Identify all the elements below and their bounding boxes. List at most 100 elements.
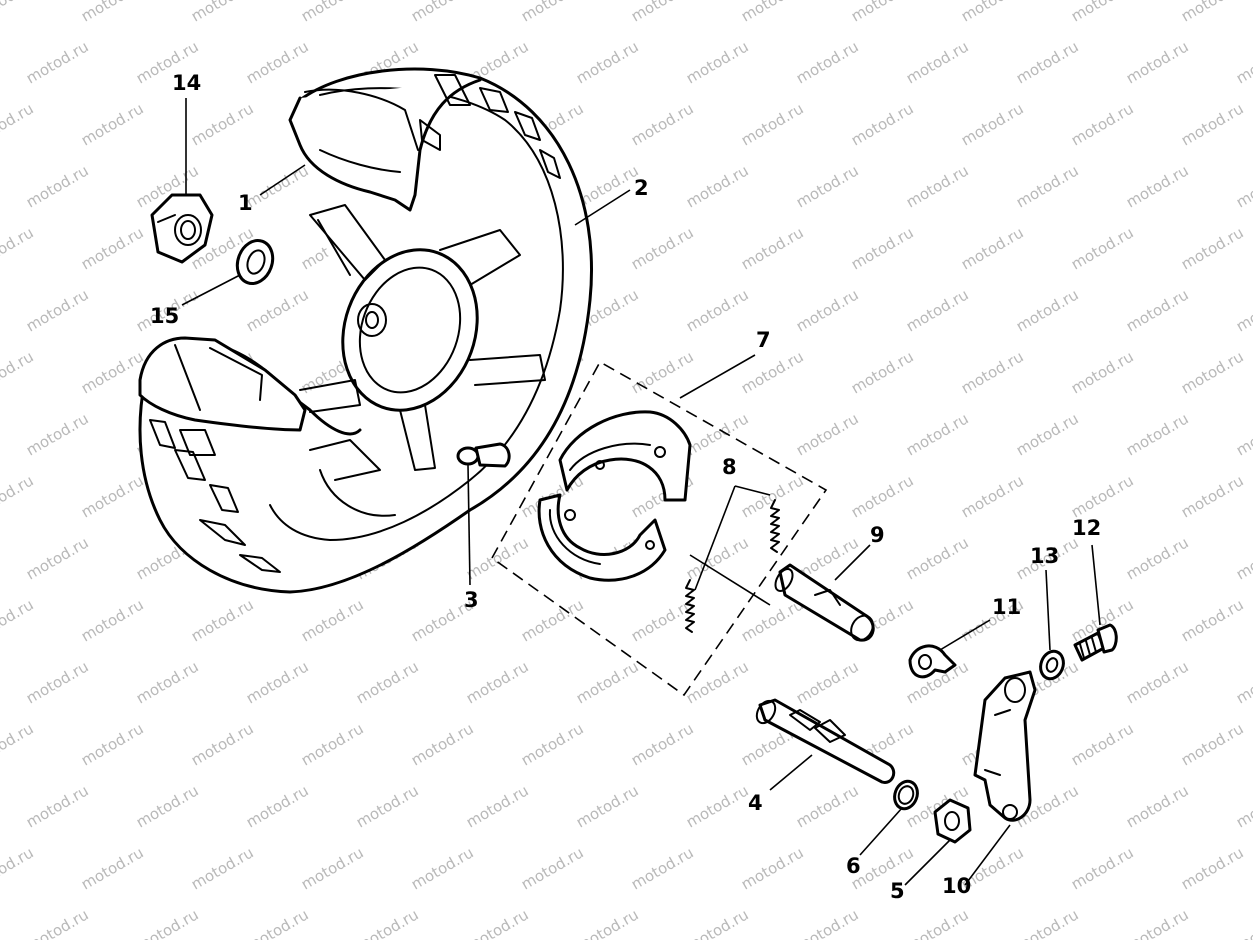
watermark-text: motod.ru xyxy=(78,719,147,769)
watermark-text: motod.ru xyxy=(23,905,92,940)
watermark-text: motod.ru xyxy=(0,99,37,149)
watermark-text: motod.ru xyxy=(738,223,807,273)
watermark-text: motod.ru xyxy=(1013,409,1082,459)
watermark-text: motod.ru xyxy=(1068,843,1137,893)
watermark-text: motod.ru xyxy=(958,99,1027,149)
watermark-text: motod.ru xyxy=(1013,905,1082,940)
leader-lines xyxy=(181,98,1101,886)
watermark-text: motod.ru xyxy=(1013,37,1082,87)
watermark-text: motod.ru xyxy=(573,905,642,940)
watermark-text: motod.ru xyxy=(958,0,1027,25)
watermark-text: motod.ru xyxy=(518,719,587,769)
watermark-text: motod.ru xyxy=(243,37,312,87)
wear-indicator-11 xyxy=(908,644,957,679)
watermark-text: motod.ru xyxy=(408,843,477,893)
watermark-text: motod.ru xyxy=(738,0,807,25)
watermark-text: motod.ru xyxy=(1233,781,1253,831)
watermark-text: motod.ru xyxy=(518,0,587,25)
watermark-text: motod.ru xyxy=(903,409,972,459)
watermark-text: motod.ru xyxy=(628,0,697,25)
watermark-text: motod.ru xyxy=(353,905,422,940)
callout-13: 13 xyxy=(1030,544,1059,568)
watermark-text: motod.ru xyxy=(463,657,532,707)
watermark-text: motod.ru xyxy=(298,719,367,769)
watermark-text: motod.ru xyxy=(738,843,807,893)
watermark-text: motod.ru xyxy=(1233,285,1253,335)
watermark-text: motod.ru xyxy=(188,719,257,769)
watermark-text: motod.ru xyxy=(573,37,642,87)
watermark-text: motod.ru xyxy=(738,99,807,149)
watermark-text: motod.ru xyxy=(793,781,862,831)
watermark-text: motod.ru xyxy=(23,285,92,335)
brake-springs xyxy=(685,499,780,633)
watermark-text: motod.ru xyxy=(683,285,752,335)
washer-13 xyxy=(1039,649,1065,681)
callout-2: 2 xyxy=(634,176,649,200)
watermark-text: motod.ru xyxy=(848,471,917,521)
watermark-text: motod.ru xyxy=(1123,533,1192,583)
watermark-text: motod.ru xyxy=(133,781,202,831)
watermark-text: motod.ru xyxy=(683,161,752,211)
watermark-text: motod.ru xyxy=(1178,99,1247,149)
watermark-text: motod.ru xyxy=(353,781,422,831)
watermark-text: motod.ru xyxy=(1068,99,1137,149)
watermark-text: motod.ru xyxy=(573,657,642,707)
brake-arm-10 xyxy=(973,670,1037,822)
watermark-text: motod.ru xyxy=(793,37,862,87)
callout-12: 12 xyxy=(1072,516,1101,540)
watermark-text: motod.ru xyxy=(298,843,367,893)
brake-cam-9 xyxy=(774,563,875,642)
bolt-12 xyxy=(1073,623,1118,662)
watermark-text: motod.ru xyxy=(188,99,257,149)
watermark-text: motod.ru xyxy=(1068,719,1137,769)
watermark-text: motod.ru xyxy=(1068,471,1137,521)
watermark-text: motod.ru xyxy=(793,657,862,707)
watermark-text: motod.ru xyxy=(243,657,312,707)
watermark-text: motod.ru xyxy=(628,347,697,397)
watermark-text: motod.ru xyxy=(1233,409,1253,459)
watermark-text: motod.ru xyxy=(78,0,147,25)
watermark-text: motod.ru xyxy=(23,37,92,87)
watermark-text: motod.ru xyxy=(23,781,92,831)
watermark-text: motod.ru xyxy=(958,471,1027,521)
watermark-text: motod.ru xyxy=(1178,595,1247,645)
watermark-text: motod.ru xyxy=(23,409,92,459)
watermark-text: motod.ru xyxy=(78,99,147,149)
callout-4: 4 xyxy=(748,791,763,815)
watermark-text: motod.ru xyxy=(1233,657,1253,707)
watermark-text: motod.ru xyxy=(1178,471,1247,521)
watermark-text: motod.ru xyxy=(463,781,532,831)
callout-1: 1 xyxy=(238,191,253,215)
watermark-text: motod.ru xyxy=(188,595,257,645)
callout-5: 5 xyxy=(890,879,905,903)
watermark-text: motod.ru xyxy=(188,0,257,25)
watermark-text: motod.ru xyxy=(408,0,477,25)
callout-labels: 1 2 3 4 5 6 7 8 9 10 11 12 13 14 15 xyxy=(150,71,1101,903)
watermark-text: motod.ru xyxy=(903,533,972,583)
watermark-text: motod.ru xyxy=(1068,223,1137,273)
watermark-text: motod.ru xyxy=(298,595,367,645)
watermark-text: motod.ru xyxy=(573,781,642,831)
watermark-text: motod.ru xyxy=(1178,347,1247,397)
callout-7: 7 xyxy=(756,328,771,352)
watermark-text: motod.ru xyxy=(1068,0,1137,25)
watermark-text: motod.ru xyxy=(793,161,862,211)
watermark-text: motod.ru xyxy=(793,285,862,335)
watermark-text: motod.ru xyxy=(1013,285,1082,335)
watermark-text: motod.ru xyxy=(518,595,587,645)
watermark-text: motod.ru xyxy=(628,223,697,273)
callout-15: 15 xyxy=(150,304,179,328)
watermark-text: motod.ru xyxy=(518,843,587,893)
watermark-text: motod.ru xyxy=(1178,0,1247,25)
o-ring-6 xyxy=(893,779,919,811)
watermark-text: motod.ru xyxy=(848,347,917,397)
watermark-text: motod.ru xyxy=(903,905,972,940)
watermark-text: motod.ru xyxy=(848,223,917,273)
watermark-text: motod.ru xyxy=(683,781,752,831)
callout-8: 8 xyxy=(722,455,737,479)
watermark-text: motod.ru xyxy=(78,843,147,893)
callout-3: 3 xyxy=(464,588,479,612)
watermark-text: motod.ru xyxy=(78,347,147,397)
